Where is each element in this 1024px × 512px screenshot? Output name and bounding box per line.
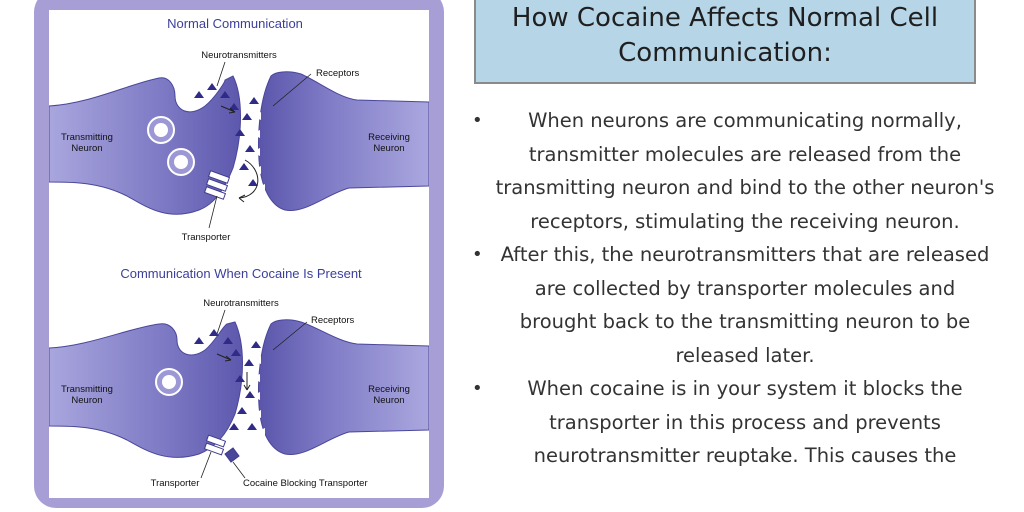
receptors-bottom — [251, 356, 265, 436]
label-line: Neuron — [373, 143, 404, 154]
label-receptors-top: Receptors — [316, 68, 360, 79]
label-line: Receiving — [368, 132, 410, 143]
receptors-top — [251, 112, 265, 192]
bullet-text: When cocaine is in your system it blocks… — [527, 377, 963, 467]
neurotransmitters-top — [194, 83, 259, 186]
label-line: Neuron — [71, 395, 102, 406]
flow-arrows-top — [220, 105, 259, 203]
label-receptors-bottom: Receptors — [311, 315, 355, 326]
label-line: Receiving — [368, 384, 410, 395]
label-cocaine: Cocaine Blocking Transporter — [243, 478, 368, 489]
leader-lines-bottom — [200, 309, 308, 479]
label-line: Transmitting — [61, 132, 113, 143]
receiving-neuron-top — [258, 71, 429, 211]
bullet-text: When neurons are communicating normally,… — [495, 109, 995, 233]
neurotransmitters-bottom — [194, 329, 261, 430]
bottom-panel: Communication When Cocaine Is Present — [49, 266, 429, 489]
vesicle-icon — [155, 368, 183, 396]
transmitting-neuron-bottom — [49, 321, 243, 458]
top-panel: Normal Communication — [49, 16, 429, 243]
label-neurotransmitters-bottom: Neurotransmitters — [203, 298, 279, 309]
bullet-text: After this, the neurotransmitters that a… — [500, 243, 990, 367]
bullet-icon: • — [472, 244, 483, 265]
flow-arrows-bottom — [216, 353, 251, 391]
receiving-neuron-bottom — [258, 319, 429, 455]
page-title: How Cocaine Affects Normal Cell Communic… — [474, 0, 976, 84]
label-transporter-bottom: Transporter — [151, 478, 200, 489]
transmitting-neuron-top — [49, 75, 241, 215]
bullet-icon: • — [472, 378, 483, 399]
list-item: • After this, the neurotransmitters that … — [466, 238, 996, 372]
vesicle-icon — [147, 116, 195, 176]
label-transporter-top: Transporter — [182, 232, 231, 243]
bullet-icon: • — [472, 110, 483, 131]
leader-lines-top — [208, 61, 312, 229]
list-item: • When neurons are communicating normally… — [466, 104, 996, 238]
label-line: Transmitting — [61, 384, 113, 395]
list-item: • When cocaine is in your system it block… — [466, 372, 996, 473]
neuron-diagram: Normal Communication — [49, 10, 429, 498]
bottom-panel-title: Communication When Cocaine Is Present — [120, 266, 362, 281]
bullet-list: • When neurons are communicating normally… — [466, 104, 996, 473]
label-neurotransmitters-top: Neurotransmitters — [201, 50, 277, 61]
label-line: Neuron — [373, 395, 404, 406]
transporter-bottom — [203, 434, 240, 463]
top-panel-title: Normal Communication — [167, 16, 303, 31]
transporter-top — [203, 170, 231, 200]
label-line: Neuron — [71, 143, 102, 154]
